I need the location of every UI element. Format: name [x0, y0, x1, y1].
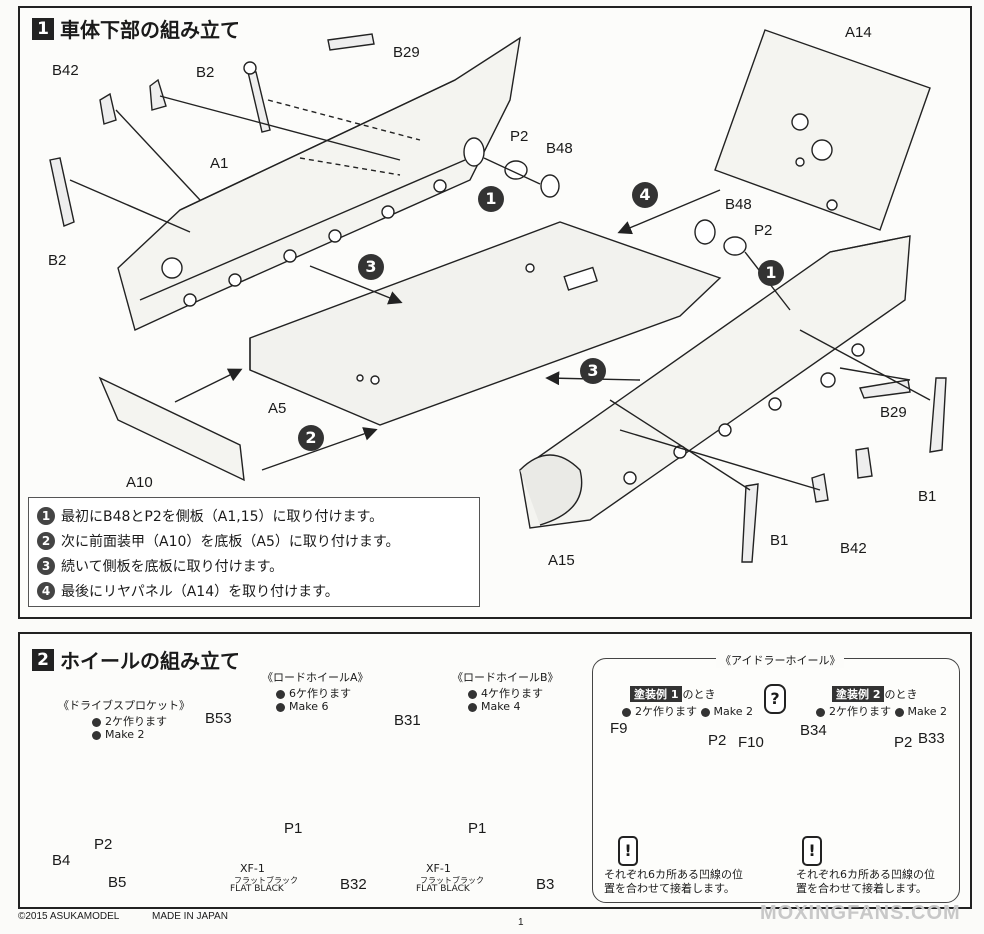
part-label-p2-right: P2 [754, 222, 773, 239]
part-label-b33: B33 [918, 730, 945, 747]
part-label-b29: B29 [393, 44, 420, 61]
idler-ex1-note: 置を合わせて接着します。 [604, 882, 735, 895]
made-in: MADE IN JAPAN [152, 911, 228, 922]
road-wheel-b-title: 《ロードホイールB》 [452, 671, 559, 684]
step-marker: 3 [358, 254, 384, 280]
road-wheel-b-make-en: Make 4 [468, 700, 520, 713]
instruction-line: 4 最後にリヤパネル（A14）を取り付けます。 [37, 581, 339, 601]
page-number: 1 [518, 917, 524, 928]
part-label-a1: A1 [210, 155, 229, 172]
part-label-b31: B31 [394, 712, 421, 729]
part-label-b5: B5 [108, 874, 127, 891]
step-marker: 3 [580, 358, 606, 384]
part-label-p2: P2 [708, 732, 727, 749]
part-label-b42: B42 [52, 62, 79, 79]
part-label-b1-right: B1 [918, 488, 937, 505]
paint-name-jp: フラットブラック [234, 876, 298, 885]
section-1-title: 1 車体下部の組み立て [32, 14, 240, 43]
part-label-p2: P2 [894, 734, 913, 751]
road-wheel-b-make-jp: 4ケ作ります [468, 685, 543, 701]
part-label-p2: P2 [510, 128, 529, 145]
watermark: MOXINGFANS.COM [760, 902, 961, 924]
paint-name-en: FLAT BLACK [230, 884, 284, 894]
part-label-b2-left: B2 [48, 252, 67, 269]
section-2-title: 2 ホイールの組み立て [32, 645, 240, 674]
step-marker: 4 [632, 182, 658, 208]
instruction-box: 1 最初にB48とP2を側板（A1,15）に取り付けます。 2 次に前面装甲（A… [28, 497, 480, 607]
instruction-line: 2 次に前面装甲（A10）を底板（A5）に取り付けます。 [37, 531, 399, 551]
section-title-text: ホイールの組み立て [60, 649, 240, 673]
question-icon: ? [764, 684, 786, 714]
part-label-b3: B3 [536, 876, 555, 893]
part-label-a5: A5 [268, 400, 287, 417]
paint-code: XF-1 [240, 862, 265, 875]
road-wheel-a-make-jp: 6ケ作ります [276, 685, 351, 701]
part-label-p2: P2 [94, 836, 113, 853]
instruction-line: 3 続いて側板を底板に取り付けます。 [37, 556, 283, 576]
part-label-b42-bottom: B42 [840, 540, 867, 557]
step-marker: 1 [758, 260, 784, 286]
part-label-p1: P1 [284, 820, 303, 837]
section-number: 2 [32, 648, 54, 671]
paint-name-jp: フラットブラック [420, 876, 484, 885]
section-title-text: 車体下部の組み立て [60, 18, 240, 42]
step-marker: 2 [298, 425, 324, 451]
part-label-f10: F10 [738, 734, 764, 751]
sprocket-title: 《ドライブスプロケット》 [58, 699, 190, 712]
sprocket-make-en: Make 2 [92, 728, 144, 741]
paint-code: XF-1 [426, 862, 451, 875]
part-label-a14: A14 [845, 24, 872, 41]
road-wheel-a-title: 《ロードホイールA》 [262, 671, 369, 684]
part-label-f9: F9 [610, 720, 628, 737]
part-label-a10: A10 [126, 474, 153, 491]
paint-name-en: FLAT BLACK [416, 884, 470, 894]
warning-icon: ! [802, 836, 822, 866]
part-label-p1: P1 [468, 820, 487, 837]
part-label-b2: B2 [196, 64, 215, 81]
part-label-b32: B32 [340, 876, 367, 893]
instruction-line: 1 最初にB48とP2を側板（A1,15）に取り付けます。 [37, 506, 383, 526]
part-label-b1-bottom: B1 [770, 532, 789, 549]
sprocket-make-jp: 2ケ作ります [92, 713, 167, 729]
part-label-b29-right: B29 [880, 404, 907, 421]
part-label-b48: B48 [546, 140, 573, 157]
idler-ex2-make: 2ケ作ります Make 2 [816, 703, 947, 719]
part-label-b53: B53 [205, 710, 232, 727]
idler-ex1-make: 2ケ作ります Make 2 [622, 703, 753, 719]
idler-ex2-note: 置を合わせて接着します。 [796, 882, 927, 895]
road-wheel-a-make-en: Make 6 [276, 700, 328, 713]
idler-title: 《アイドラーホイール》 [716, 652, 845, 668]
part-label-a15: A15 [548, 552, 575, 569]
section-number: 1 [32, 17, 54, 40]
part-label-b4: B4 [52, 852, 71, 869]
warning-icon: ! [618, 836, 638, 866]
part-label-b34: B34 [800, 722, 827, 739]
step-marker: 1 [478, 186, 504, 212]
part-label-b48-right: B48 [725, 196, 752, 213]
idler-ex1-note: それぞれ6カ所ある凹線の位 [604, 868, 743, 881]
idler-ex2-note: それぞれ6カ所ある凹線の位 [796, 868, 935, 881]
copyright: ©2015 ASUKAMODEL [18, 911, 120, 922]
